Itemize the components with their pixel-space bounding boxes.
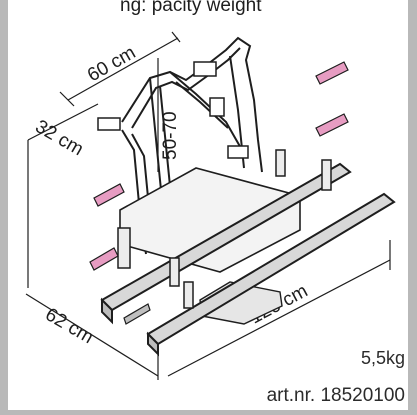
rail-clamps xyxy=(117,149,332,309)
header-fragment: ng: pacity weight xyxy=(120,0,262,16)
strap-parts xyxy=(89,61,349,325)
dim-width-bottom: 62 cm xyxy=(42,304,97,348)
dim-depth: 32 cm xyxy=(32,116,87,160)
rails xyxy=(100,162,396,357)
weight-label: 5,5kg xyxy=(360,348,405,368)
dim-width-top: 60 cm xyxy=(84,42,139,86)
article-number: art.nr. 18520100 xyxy=(266,385,405,406)
right-border xyxy=(408,0,417,415)
arm-clamps xyxy=(97,61,249,159)
bottom-border xyxy=(0,410,417,415)
left-border xyxy=(0,0,8,415)
